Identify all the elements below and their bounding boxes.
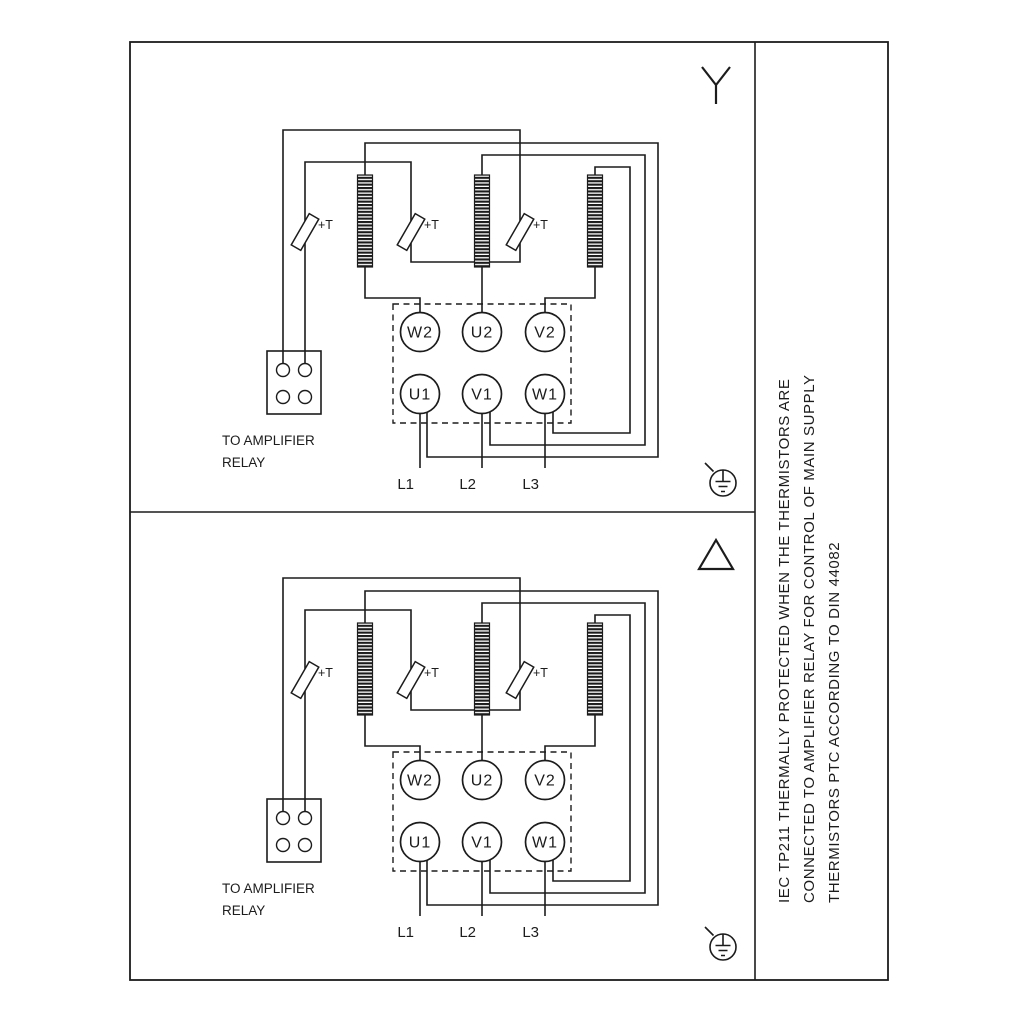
- terminal-v2: [524, 311, 566, 353]
- star-symbol: [701, 66, 731, 104]
- delta-symbol: [697, 537, 735, 571]
- side-note-line1: IEC TP211 THERMALLY PROTECTED WHEN THE T…: [776, 379, 793, 903]
- terminal-u2-label: U2: [471, 325, 493, 342]
- thermistor-chain-wire: [282, 129, 521, 364]
- terminal-u2: [461, 311, 503, 353]
- supply-label-l1: L1: [397, 476, 414, 493]
- relay-pin-1: [275, 362, 291, 378]
- terminal-w1-label: W1: [532, 387, 558, 404]
- side-note-line2: CONNECTED TO AMPLIFIER RELAY FOR CONTROL…: [801, 374, 818, 903]
- terminal-v1: [461, 373, 503, 415]
- relay-pin-4: [297, 389, 313, 405]
- terminal-v2-label: V2: [534, 325, 556, 342]
- relay-pin-3: [275, 389, 291, 405]
- earth-symbol-bottom: [704, 926, 737, 961]
- supply-label-l3: L3: [522, 476, 539, 493]
- thermistor-3: [505, 212, 535, 252]
- winding1-upper-wire: [364, 142, 659, 458]
- terminal-u1: [399, 373, 441, 415]
- motor-winding-2: [473, 174, 491, 268]
- winding1-lower-wire: [364, 267, 421, 313]
- terminal-w1: [524, 373, 566, 415]
- motor-winding-1: [356, 174, 374, 268]
- terminal-v1-label: V1: [471, 387, 493, 404]
- terminal-w2-label: W2: [407, 325, 433, 342]
- terminal-w2: [399, 311, 441, 353]
- drawing-border: [129, 41, 889, 981]
- side-note-line3: THERMISTORS PTC ACCORDING TO DIN 44082: [826, 542, 843, 903]
- thermistor-3-label: +T: [533, 218, 548, 232]
- terminal-board-outline: [392, 303, 572, 424]
- winding2-upper-wire: [481, 154, 646, 446]
- relay-caption-line1: TO AMPLIFIER: [222, 433, 315, 448]
- thermistor-2-label: +T: [424, 218, 439, 232]
- thermistor-2: [396, 212, 426, 252]
- earth-symbol-top: [704, 462, 737, 497]
- winding3-upper-wire: [552, 166, 631, 434]
- side-note: IEC TP211 THERMALLY PROTECTED WHEN THE T…: [776, 374, 843, 903]
- thermistor-1-label: +T: [318, 218, 333, 232]
- thermistor-1: [290, 212, 320, 252]
- delta-connection-panel: [221, 577, 659, 942]
- supply-label-l2: L2: [459, 476, 476, 493]
- relay-connector: [266, 350, 322, 415]
- relay-pin-2: [297, 362, 313, 378]
- winding3-lower-wire: [544, 267, 596, 313]
- relay-caption-line2: RELAY: [222, 455, 265, 470]
- star-connection-panel: +T +T +T W2 U2 V2 U1 V1 W1 TO AMPLIFIER …: [222, 129, 659, 493]
- terminal-u1-label: U1: [409, 387, 431, 404]
- motor-winding-3: [586, 174, 604, 268]
